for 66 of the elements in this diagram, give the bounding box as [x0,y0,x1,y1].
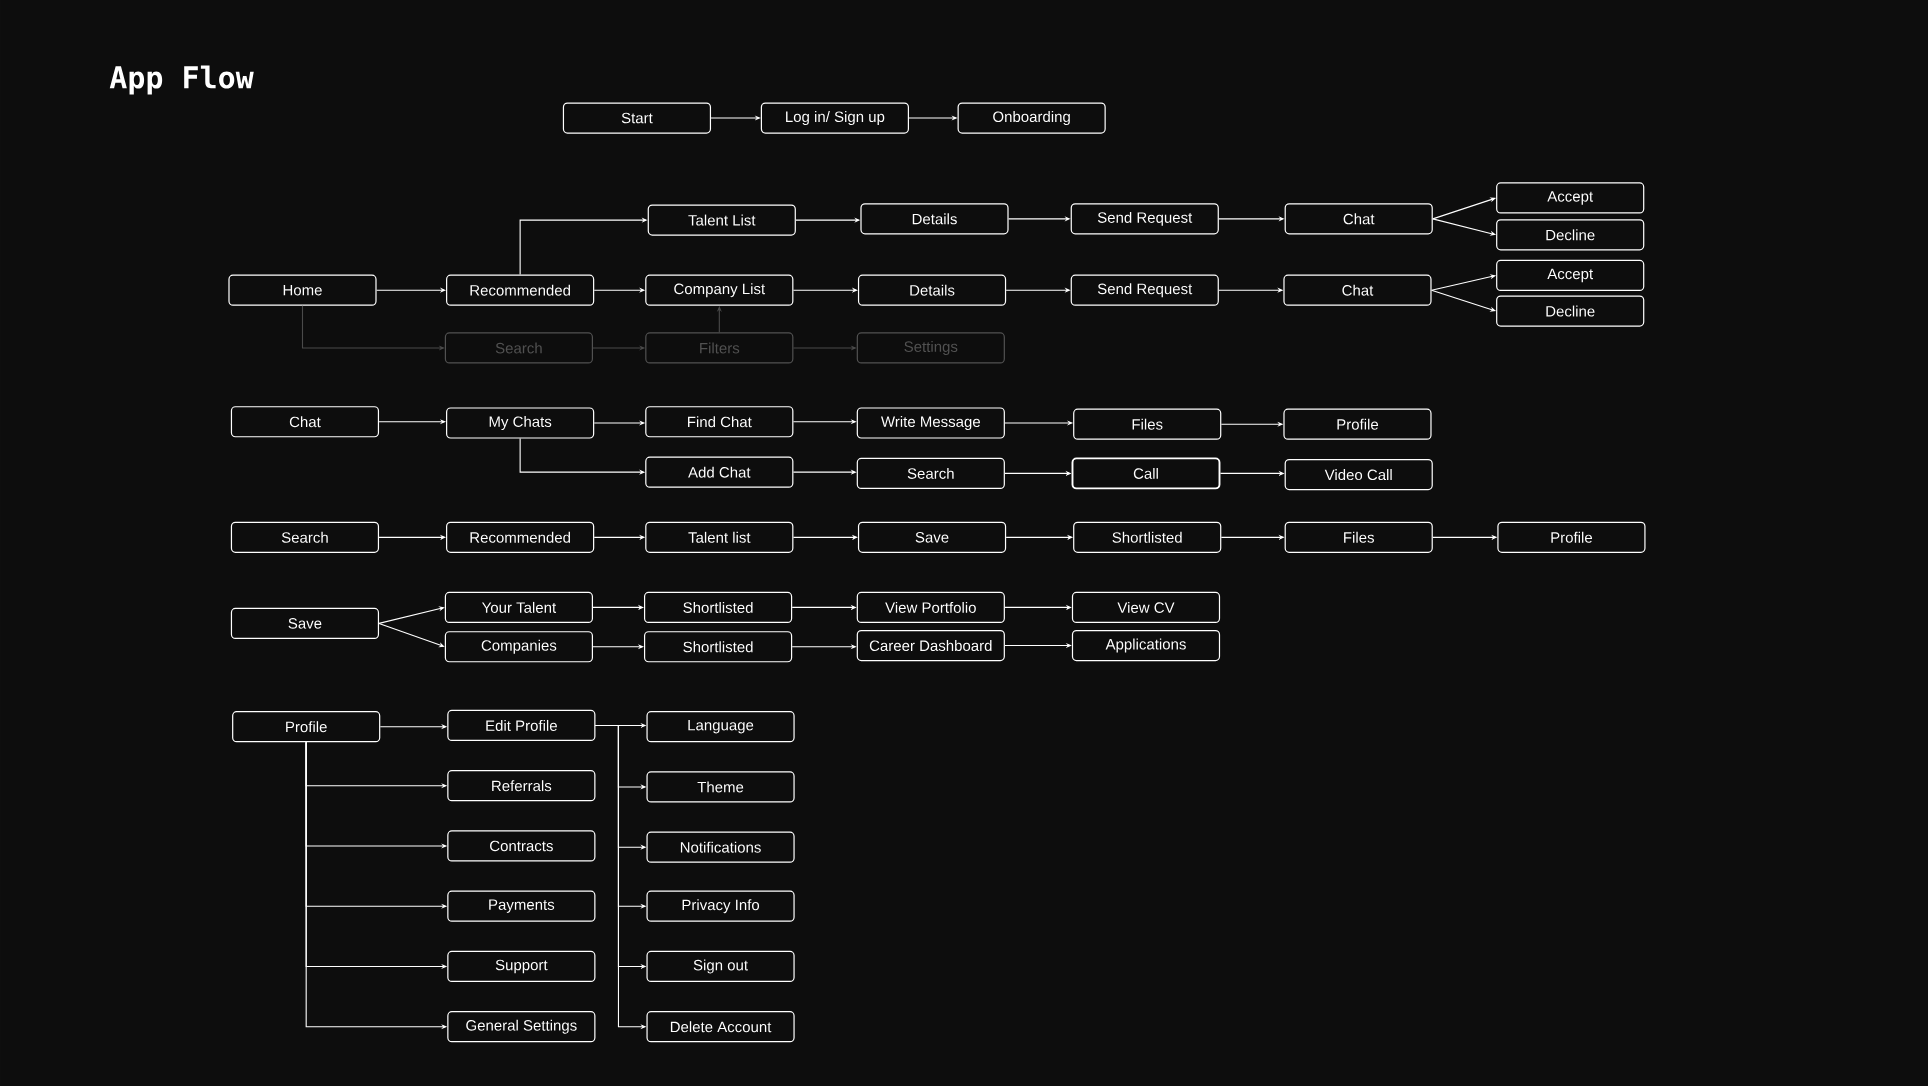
flow-box: Save [857,521,1007,553]
flow-box: Shortlisted [644,591,793,623]
arrow [792,534,858,540]
flow-box: Write Message [856,407,1005,439]
flow-box: View Portfolio [856,591,1005,623]
flow-box: Add Chat [645,456,794,488]
flow-box: Privacy Info [646,890,795,922]
flow-box: Company List [645,274,794,306]
arrow [592,604,644,610]
arrow [378,606,445,624]
flow-box: General Settings [447,1011,596,1043]
flow-box: Talent list [645,521,794,553]
flow-box: Files [1284,521,1433,553]
flow-box: Save [230,607,380,639]
flow-box: Filters [645,332,794,364]
flow-box: Files [1073,408,1222,440]
flow-box: Talent List [647,204,796,236]
flow-box: Shortlisted [1073,521,1222,553]
flow-box: Contracts [447,830,596,862]
flow-box: View CV [1071,591,1221,623]
flow-box: My Chats [446,407,595,439]
flow-box: Career Dashboard [856,629,1005,662]
flow-box: Shortlisted [644,631,793,663]
flow-box: Profile [1497,521,1646,553]
flow-box: Support [447,950,596,983]
flow-box: Decline [1496,295,1645,327]
flow-box: Call [1071,457,1221,490]
flow-box: Notifications [646,831,795,863]
flow-box: Delete Account [646,1011,795,1043]
arrow [378,534,446,540]
flow-box: Language [646,711,795,743]
flow-box: Your Talent [444,591,593,623]
flow-box: Profile [232,711,381,743]
title: App Flow [109,65,254,95]
flow-box: Chat [1284,203,1433,235]
flow-box: Applications [1071,629,1221,662]
flow-box: Chat [1283,274,1432,306]
flow-box: Chat [230,406,380,438]
flow-box: Recommended [446,274,595,306]
flow-box: Send Request [1070,274,1219,306]
flow-box: Details [860,203,1009,235]
flow-box: Companies [444,631,593,663]
flow-box: Search [856,457,1005,489]
flow-box: Accept [1496,182,1645,214]
flow-box: Send Request [1070,203,1219,235]
flow-box: Log in/ Sign up [760,102,909,134]
flow-box: Accept [1496,259,1645,292]
flow-box: Profile [1283,408,1432,440]
flow-box: Edit Profile [447,709,596,742]
flow-box: Referrals [447,770,596,802]
flow-box: Payments [447,890,596,922]
flow-box: Start [562,102,712,134]
arrow [378,622,445,648]
flow-box: Home [228,274,377,306]
flow-box: Search [444,332,593,364]
flow-box: Recommended [446,521,595,553]
flow-box: Details [857,274,1007,306]
flow-box: Find Chat [645,406,794,438]
flow-box: Onboarding [957,102,1106,134]
flow-box: Theme [646,771,795,803]
flow-box: Search [230,521,380,553]
flow-box: Settings [856,332,1005,364]
flow-box: Sign out [646,950,795,983]
flow-box: Video Call [1284,459,1433,491]
arrow [1004,604,1072,610]
flow-box: Decline [1496,219,1645,251]
